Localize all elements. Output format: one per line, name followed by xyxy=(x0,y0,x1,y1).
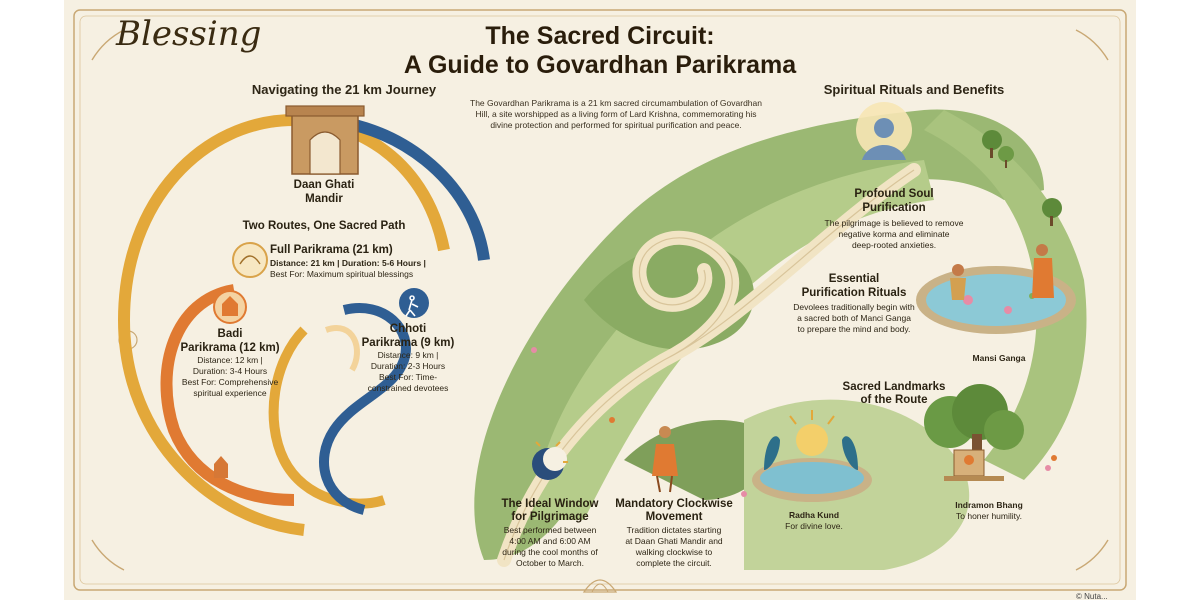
soul-line3: deep-rooted anxieties. xyxy=(851,240,937,250)
chhoti-title-line2: Parikrama (9 km) xyxy=(361,337,455,349)
pilgrim-figure-icon xyxy=(652,426,678,493)
soul-title-line1: Profound Soul xyxy=(854,188,934,200)
window-line4: October to March. xyxy=(515,558,585,568)
clockwise-title-line1: Mandatory Clockwise xyxy=(615,498,733,510)
clockwise-line4: complete the circuit. xyxy=(636,558,712,568)
chhoti-line3: Best For: Time- xyxy=(378,372,438,382)
rituals-title-line2: Purification Rituals xyxy=(801,287,907,299)
full-parikrama-line1: Distance: 21 km | Duration: 5-6 Hours | xyxy=(270,258,426,268)
peacock-right-icon xyxy=(842,436,858,470)
page-title-line2: A Guide to Govardhan Parikrama xyxy=(403,51,797,79)
clockwise-line2: at Daan Ghati Mandir and xyxy=(625,536,723,546)
daan-ghati-gate-icon xyxy=(285,105,365,175)
tree-icons xyxy=(982,130,1062,226)
small-temple-icon xyxy=(214,456,228,478)
radha-kund-label: Radha Kund xyxy=(788,510,840,520)
soul-line1: The pilgrimage is believed to remove xyxy=(824,218,964,228)
start-point-line2: Mandir xyxy=(305,193,343,205)
badi-title-line1: Badi xyxy=(217,328,243,340)
meditation-figure-icon xyxy=(856,102,912,160)
indra-shrine-scene xyxy=(924,384,1024,481)
soul-line2: negative korma and eliminate xyxy=(838,229,950,239)
radha-kund-scene xyxy=(752,410,872,502)
chhoti-line4: constrained devotees xyxy=(367,383,449,393)
window-line3: during the cool months of xyxy=(502,547,598,557)
badi-line4: spiritual experience xyxy=(193,388,267,398)
clockwise-line3: walking clockwise to xyxy=(635,547,713,557)
landmarks-title-line1: Sacred Landmarks xyxy=(842,381,946,393)
soul-title-line2: Purification xyxy=(862,202,926,214)
landmarks-title-line2: of the Route xyxy=(860,394,928,406)
routes-heading: Two Routes, One Sacred Path xyxy=(242,220,406,232)
rituals-title-line1: Essential xyxy=(828,273,880,285)
rituals-line2: a sacred both of Manci Ganga xyxy=(797,313,911,323)
flower-decor xyxy=(531,347,1057,497)
route-illustration xyxy=(117,102,1087,570)
window-line2: 4:00 AM and 6:00 AM xyxy=(509,536,591,546)
clockwise-title-line2: Movement xyxy=(645,511,703,523)
peacock-left-icon xyxy=(764,436,780,470)
chhoti-walker-icon xyxy=(399,288,429,318)
mansi-ganga-label: Mansi Ganga xyxy=(972,353,1026,363)
chhoti-title-line1: Chhoti xyxy=(389,323,427,335)
radha-kund-desc: For divine love. xyxy=(785,521,843,531)
intro-paragraph: The Govardhan Parikrama is a 21 km sacre… xyxy=(470,98,762,130)
copyright-note: © Nuta... xyxy=(1076,592,1108,600)
badi-line3: Best For: Comprehensive xyxy=(181,377,279,387)
badi-title-line2: Parikrama (12 km) xyxy=(180,342,280,354)
rituals-line1: Devolees traditionally begin with xyxy=(793,302,915,312)
window-title-line1: The Ideal Window xyxy=(501,498,599,510)
badi-line2: Duration: 3-4 Hours xyxy=(192,366,268,376)
full-parikrama-icon xyxy=(232,242,268,278)
full-parikrama-line2: Best For: Maximum spiritual blessings xyxy=(270,269,414,279)
page-title-line1: The Sacred Circuit: xyxy=(485,22,715,50)
full-parikrama-title: Full Parikrama (21 km) xyxy=(270,244,393,256)
left-section-heading: Navigating the 21 km Journey xyxy=(251,82,437,97)
right-section-heading: Spiritual Rituals and Benefits xyxy=(823,82,1005,97)
clockwise-line1: Tradition dictates starting xyxy=(626,525,722,535)
mansi-ganga-pond xyxy=(916,244,1076,334)
chhoti-line1: Distance: 9 km | xyxy=(377,350,439,360)
indra-desc: To honer humility. xyxy=(956,511,1022,521)
indra-label: Indramon Bhang xyxy=(955,500,1023,510)
rituals-line3: to prepare the mind and body. xyxy=(797,324,911,334)
infographic-canvas: Blessing The Sacred Circuit: A Guide to … xyxy=(64,0,1136,600)
brand-logo: Blessing xyxy=(116,14,262,54)
window-line1: Best performed between xyxy=(503,525,597,535)
badi-line1: Distance: 12 km | xyxy=(197,355,263,365)
window-title-line2: for Pilgrimage xyxy=(511,511,589,523)
chhoti-line2: Duration: 2-3 Hours xyxy=(370,361,446,371)
moon-clock-icon xyxy=(532,441,568,480)
start-point-line1: Daan Ghati xyxy=(293,179,355,191)
